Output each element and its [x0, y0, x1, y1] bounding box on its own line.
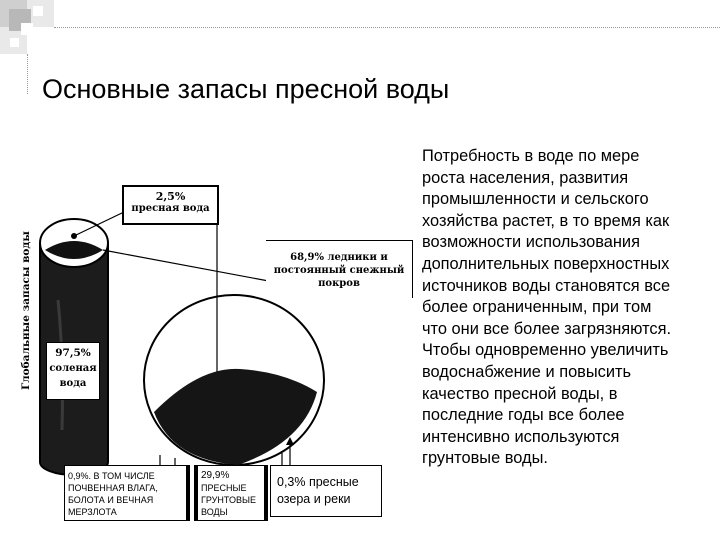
side-line: интенсивно используются: [422, 427, 620, 446]
fresh-bowl-fill: [154, 368, 317, 465]
lakes-rivers-box: 0,3% пресные озера и реки: [270, 465, 382, 517]
slide-title: Основные запасы пресной воды: [42, 74, 450, 104]
groundwater-line-3: ГРУНТОВЫЕ: [201, 495, 256, 505]
side-line: Потребность в воде по мере: [422, 147, 640, 165]
side-line: более ограниченным, при том: [422, 298, 652, 317]
groundwater-box: 29,9% ПРЕСНЫЕ ГРУНТОВЫЕ ВОДЫ: [194, 465, 268, 521]
side-line: качество пресной воды, в: [422, 384, 618, 403]
glaciers-line-3: покров: [318, 278, 360, 289]
side-line: последние годы все более: [422, 406, 625, 425]
side-line: Чтобы одновременно увеличить: [422, 341, 669, 360]
groundwater-line-4: ВОДЫ: [201, 507, 228, 517]
side-line: водоснабжение и повысить: [422, 362, 632, 381]
side-line: грунтовые воды.: [422, 449, 548, 468]
salt-water-line-1: соленая: [49, 363, 97, 374]
side-line: что они все более загрязняются.: [422, 319, 672, 338]
groundwater-line-1: 29,9%: [201, 470, 230, 481]
side-line: дополнительных поверхностных: [422, 254, 670, 273]
soil-moisture-line-1: 0,9%. В ТОМ ЧИСЛЕ: [68, 471, 155, 481]
salt-water-value: 97,5%: [55, 347, 91, 359]
fresh-water-box: 2,5% пресная вода: [122, 185, 219, 225]
side-line: промышленности и сельского: [422, 190, 649, 209]
salt-water-line-2: вода: [59, 378, 87, 389]
corner-squares-decoration: [0, 0, 54, 54]
fresh-water-fill: [45, 241, 103, 259]
soil-moisture-line-2: ПОЧВЕННАЯ ВЛАГА,: [68, 483, 158, 493]
lakes-rivers-line-2: озера и реки: [277, 492, 351, 506]
left-dotted-rule: [27, 54, 28, 94]
soil-moisture-line-3: БОЛОТА И ВЕЧНАЯ: [68, 495, 154, 505]
glaciers-line-1: 68,9% ледники и: [290, 252, 388, 263]
lakes-rivers-line-1: 0,3% пресные: [277, 475, 359, 489]
side-line: источников воды становятся все: [422, 276, 671, 295]
glaciers-line-2: постоянный снежный: [273, 265, 405, 276]
top-dotted-rule: [54, 27, 720, 28]
salt-water-box: 97,5% соленая вода: [46, 342, 100, 400]
global-reserves-label: Глобальные запасы воды: [20, 231, 32, 390]
soil-moisture-box: 0,9%. В ТОМ ЧИСЛЕ ПОЧВЕННАЯ ВЛАГА, БОЛОТ…: [64, 465, 190, 521]
fresh-water-label: пресная вода: [131, 203, 210, 214]
soil-moisture-line-4: МЕРЗЛОТА: [68, 507, 117, 517]
fresh-water-value: 2,5%: [155, 190, 186, 203]
side-paragraph: Потребность в воде по мере роста населен…: [422, 146, 714, 470]
side-line: возможности использования: [422, 233, 640, 252]
groundwater-line-2: ПРЕСНЫЕ: [201, 483, 247, 493]
side-line: роста населения, развития: [422, 168, 629, 187]
side-line: хозяйства растет, в то время как: [422, 211, 670, 230]
glaciers-box: 68,9% ледники и постоянный снежный покро…: [266, 240, 413, 298]
